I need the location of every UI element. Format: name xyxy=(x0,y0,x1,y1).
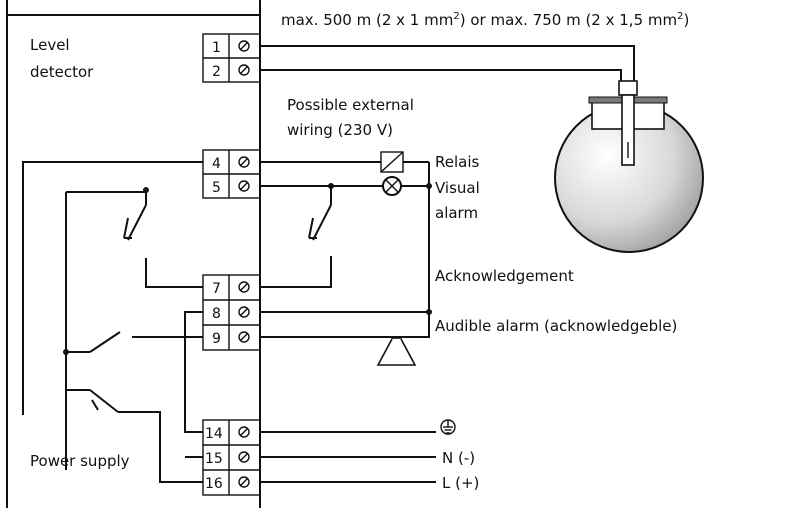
cable-length-note: max. 500 m (2 x 1 mm2) or max. 750 m (2 … xyxy=(281,11,689,29)
audible-alarm-circuit xyxy=(63,191,430,470)
tank-icon xyxy=(554,80,704,253)
terminal-number: 14 xyxy=(205,426,223,442)
acknowledge-switch-internal xyxy=(123,187,203,288)
terminal-block-top xyxy=(202,33,261,83)
acknowledge-switch-external xyxy=(260,186,332,288)
earth-icon xyxy=(440,419,456,435)
visual-alarm-label-line1: Visual xyxy=(435,179,480,197)
terminal-screws xyxy=(238,40,250,488)
visual-alarm-label-line2: alarm xyxy=(435,204,478,222)
terminal-number: 4 xyxy=(212,156,221,172)
terminal-number: 7 xyxy=(212,281,221,297)
terminal-number: 16 xyxy=(205,476,223,492)
horn-icon xyxy=(376,338,417,366)
acknowledgement-label: Acknowledgement xyxy=(435,267,574,285)
external-wiring-label-line1: Possible external xyxy=(287,96,414,114)
live-label: L (+) xyxy=(442,474,479,492)
power-supply-label: Power supply xyxy=(30,452,130,470)
terminal-number: 9 xyxy=(212,331,221,347)
neutral-label: N (-) xyxy=(442,449,475,467)
terminal-block-alarm xyxy=(202,149,261,199)
power-lines xyxy=(260,431,436,483)
visual-alarm-circuit xyxy=(260,176,432,196)
device-label-line2: detector xyxy=(30,63,94,81)
audible-alarm-label: Audible alarm (acknowledgeble) xyxy=(435,317,677,335)
terminal-number: 1 xyxy=(212,40,221,56)
device-label-line1: Level xyxy=(30,36,70,54)
external-wiring-label-line2: wiring (230 V) xyxy=(287,121,393,139)
terminal-number: 15 xyxy=(205,451,223,467)
terminal-number: 2 xyxy=(212,64,221,80)
terminal-number: 8 xyxy=(212,306,221,322)
terminal-number: 5 xyxy=(212,180,221,196)
probe-cable xyxy=(260,45,635,82)
terminal-8-wiring xyxy=(184,309,432,433)
relais-label: Relais xyxy=(435,153,480,171)
power-switch xyxy=(66,389,203,483)
